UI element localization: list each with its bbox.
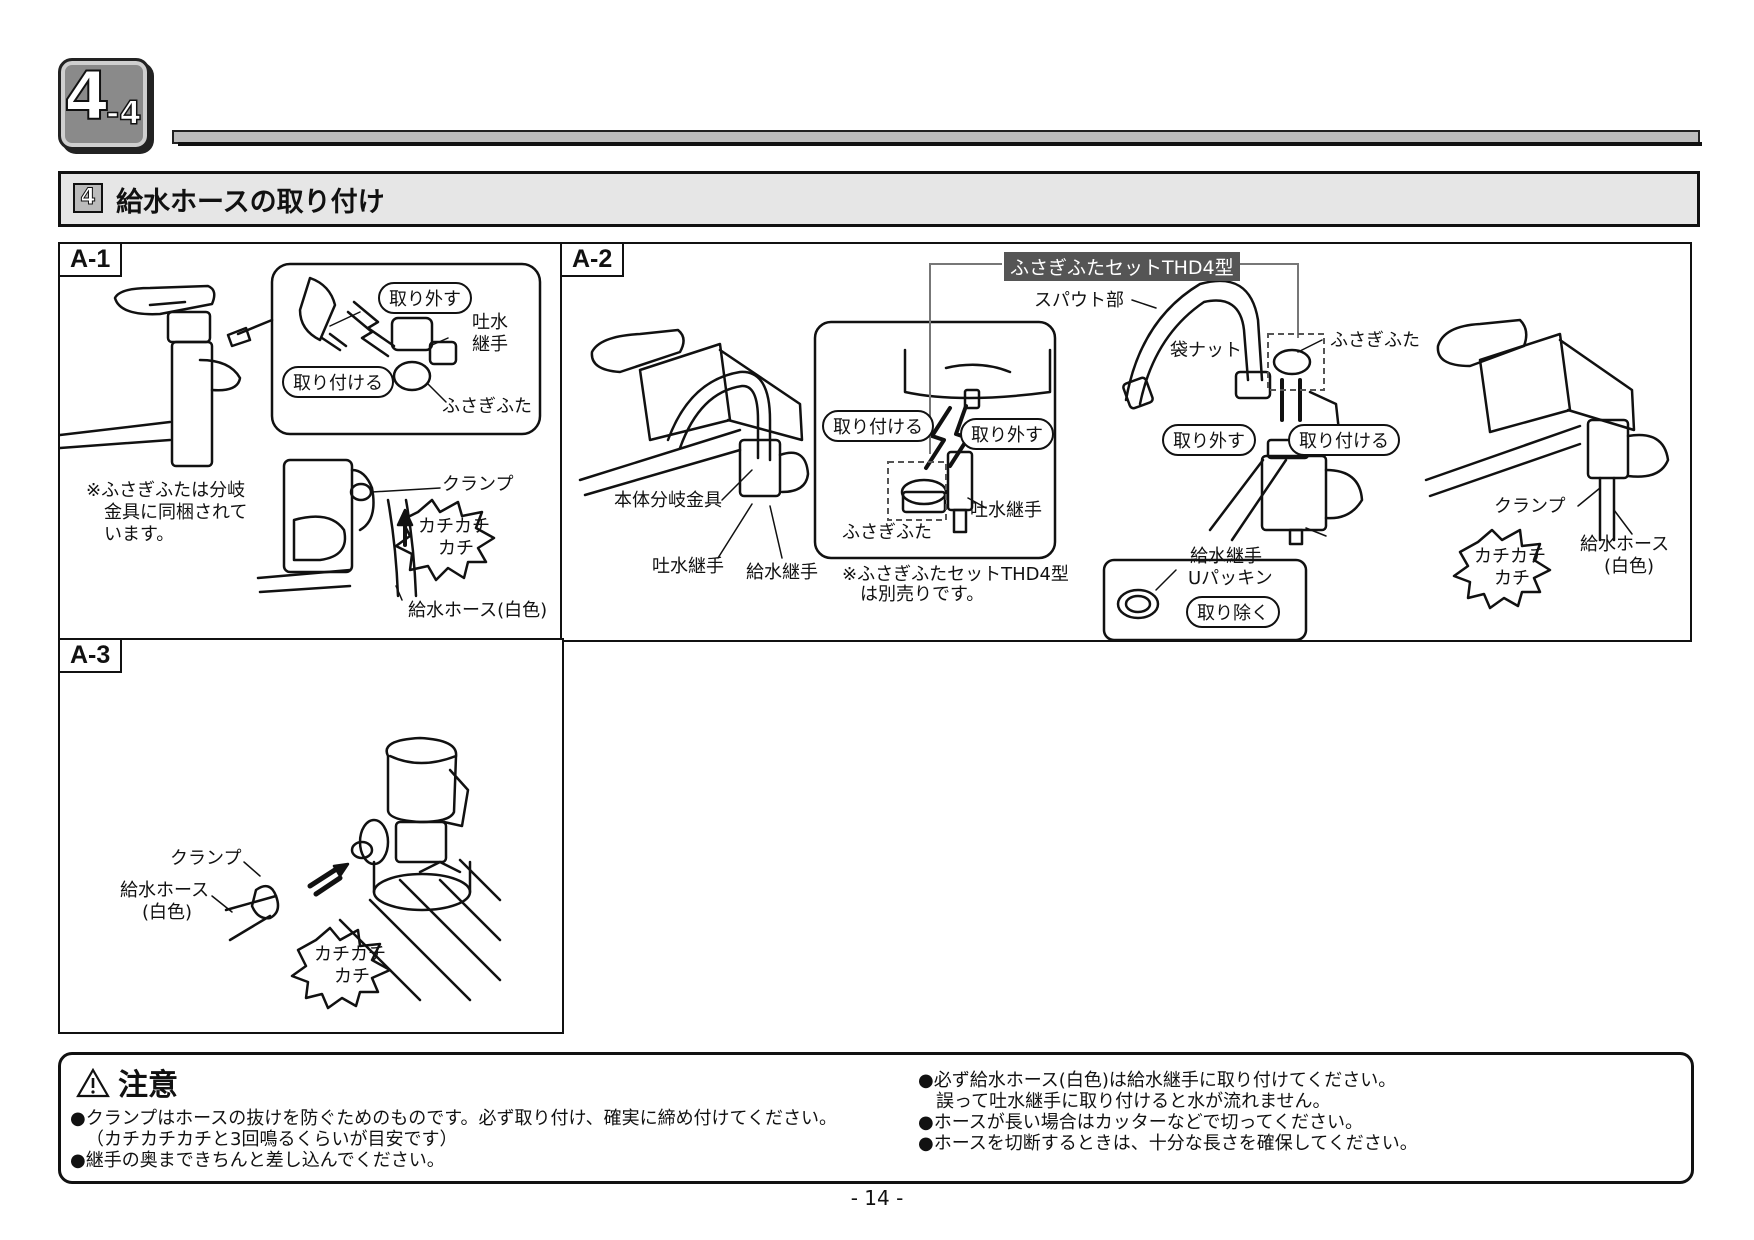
a1-remove-label: 取り外す <box>378 282 472 314</box>
caution-right-line4: ●ホースを切断するときは、十分な長さを確保してください。 <box>918 1133 1418 1154</box>
caution-left-line1: ●クランプはホースの抜けを防ぐためのものです。必ず取り付け、確実に締め付けてくだ… <box>70 1108 838 1129</box>
a3-click-burst <box>290 926 392 1010</box>
panel-a3-tag: A-3 <box>60 640 123 673</box>
a1-click-line1: カチカチ <box>418 516 490 537</box>
a2-packing-box <box>1102 558 1308 642</box>
caution-right-line1: ●必ず給水ホース(白色)は給水継手に取り付けてください。 <box>918 1070 1397 1091</box>
a3-valve-illustration <box>224 736 502 1002</box>
a2-note-line1: ※ふさぎふたセットTHD4型 <box>842 564 1069 585</box>
a2-click-burst <box>1452 528 1552 610</box>
panel-a2 <box>560 242 1692 642</box>
a2-supply-joint-label: 給水継手 <box>746 562 818 583</box>
warning-icon <box>76 1068 110 1098</box>
panel-a2-tag: A-2 <box>562 244 625 277</box>
a2-remove-label: 取り外す <box>1162 424 1256 456</box>
a2-clamp-label: クランプ <box>1494 496 1566 517</box>
section-number: 4 <box>73 183 103 213</box>
a2-zoom-box <box>813 320 1057 560</box>
caution-title: 注意 <box>118 1068 178 1103</box>
a2-cap-label: ふさぎふた <box>1330 330 1420 351</box>
a2-zoom-spout-joint-label: 吐水継手 <box>970 500 1042 521</box>
a2-faucet1-illustration <box>578 328 810 498</box>
a2-zoom-remove-label: 取り外す <box>960 418 1054 450</box>
a2-u-packing-label: Uパッキン <box>1188 568 1273 589</box>
a2-remove-packing-label: 取り除く <box>1186 596 1280 628</box>
page-number: - 14 - <box>850 1186 904 1210</box>
a2-branch-fitting-label: 本体分岐金具 <box>614 490 722 511</box>
chapter-badge <box>58 58 150 150</box>
caution-left-line3: ●継手の奥まできちんと差し込んでください。 <box>70 1150 445 1171</box>
a2-supply-joint-label-2: 給水継手 <box>1190 546 1262 567</box>
panel-a3 <box>58 638 564 1034</box>
a2-faucet2-illustration <box>1122 279 1364 546</box>
a2-click-line1: カチカチ <box>1474 546 1546 567</box>
a1-zoom-parts <box>298 276 458 392</box>
a2-zoom-attach-label: 取り付ける <box>822 410 934 442</box>
section-title: 給水ホースの取り付け <box>116 187 385 218</box>
a2-click-line2: カチ <box>1494 568 1530 589</box>
a2-cap-set-label: ふさぎふたセットTHD4型 <box>1004 252 1240 281</box>
header-rule-shadow <box>178 142 1702 146</box>
a1-note-line3: います。 <box>104 524 175 545</box>
a2-hose-line1: 給水ホース <box>1580 534 1670 555</box>
a1-spout-joint-line2: 継手 <box>472 334 508 355</box>
a1-cap-label: ふさぎふた <box>442 396 532 417</box>
section-header <box>58 171 1700 227</box>
a1-click-line2: カチ <box>438 538 474 559</box>
a2-attach-label: 取り付ける <box>1288 424 1400 456</box>
a1-note-line1: ※ふさぎふたは分岐 <box>86 480 246 501</box>
a1-clamp-illustration <box>256 458 418 598</box>
a3-hose-line2: (白色) <box>142 902 193 923</box>
a2-faucet3-illustration <box>1424 318 1670 542</box>
caution-left-line2: （カチカチカチと3回鳴るくらいが目安です） <box>86 1129 458 1150</box>
a2-hose-line2: (白色) <box>1604 556 1655 577</box>
caution-right-line2: 誤って吐水継手に取り付けると水が流れません。 <box>936 1091 1331 1112</box>
a2-bag-nut-label: 袋ナット <box>1170 340 1242 361</box>
a1-note-line2: 金具に同梱されて <box>104 502 248 523</box>
chapter-number: 4 <box>63 57 111 136</box>
a3-hose-line1: 給水ホース <box>120 880 210 901</box>
caution-box <box>58 1052 1694 1184</box>
a1-attach-label: 取り付ける <box>282 366 394 398</box>
a3-click-line1: カチカチ <box>314 944 386 965</box>
a1-zoom-bubble <box>270 262 542 436</box>
a1-clamp-label: クランプ <box>442 474 514 495</box>
a3-clamp-label: クランプ <box>170 848 242 869</box>
a2-zoom-cap-label: ふさぎふた <box>842 522 932 543</box>
a2-u-packing <box>1116 588 1160 620</box>
a3-click-line2: カチ <box>334 966 370 987</box>
a1-click-burst <box>394 498 496 582</box>
a2-spout-joint-label: 吐水継手 <box>652 556 724 577</box>
panel-a1-tag: A-1 <box>60 244 123 277</box>
caution-right-line3: ●ホースが長い場合はカッターなどで切ってください。 <box>918 1112 1364 1133</box>
a2-spout-part-label: スパウト部 <box>1034 290 1124 311</box>
chapter-sub-number: -4 <box>105 93 142 133</box>
a1-hose-label: 給水ホース(白色) <box>408 600 548 621</box>
a1-faucet-illustration <box>58 284 274 468</box>
a1-spout-joint-line1: 吐水 <box>472 312 508 333</box>
a2-note-line2: は別売りです。 <box>860 584 985 605</box>
